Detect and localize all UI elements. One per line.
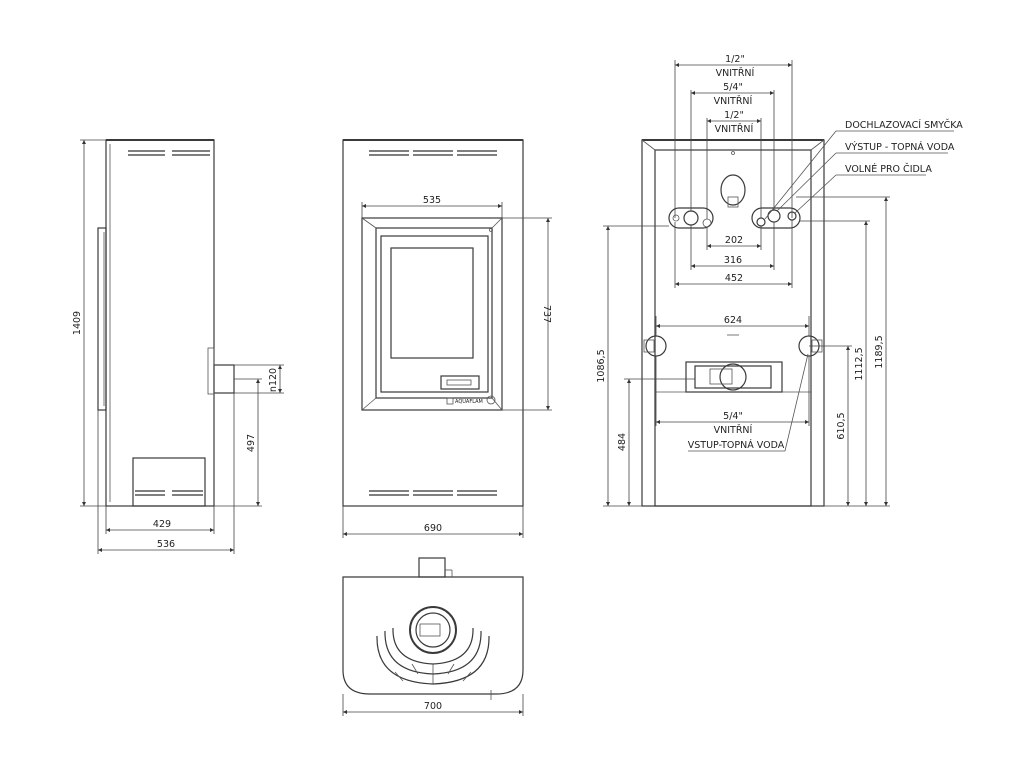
dim-spacing-202: 202 bbox=[725, 235, 743, 246]
rear-top-conn-3-size: 1/2" bbox=[724, 110, 744, 121]
rear-bottom-conn-type: VNITŘNÍ bbox=[714, 424, 753, 436]
rear-right-plate bbox=[751, 207, 801, 229]
front-door-frame bbox=[361, 217, 503, 411]
leader-inlet bbox=[784, 353, 809, 452]
leader-sensor bbox=[794, 174, 837, 214]
front-top-grill bbox=[369, 150, 497, 156]
side-rear-connection bbox=[207, 347, 215, 395]
dim-front-width: 690 bbox=[424, 523, 442, 534]
leader-cooling-loop bbox=[764, 130, 837, 220]
top-flue-ring-outer bbox=[409, 606, 457, 654]
rear-inner-frame bbox=[654, 149, 812, 507]
callout-outlet: VÝSTUP - TOPNÁ VODA bbox=[845, 141, 955, 153]
rear-bottom-conn-size: 5/4" bbox=[723, 411, 743, 422]
top-flue-ring-inner bbox=[415, 612, 451, 648]
side-body-outline bbox=[105, 139, 215, 507]
rear-top-conn-1-type: VNITŘNÍ bbox=[716, 67, 755, 79]
rear-flue-outlet bbox=[719, 363, 747, 391]
callout-cooling-loop: DOCHLAZOVACÍ SMYČKA bbox=[845, 119, 963, 131]
dim-spacing-452: 452 bbox=[725, 273, 743, 284]
side-bottom-drawer bbox=[132, 457, 206, 507]
dim-height-1086: 1086,5 bbox=[596, 349, 607, 382]
front-door-handle bbox=[440, 375, 480, 390]
rear-opening-oval bbox=[720, 174, 746, 206]
rear-left-connection bbox=[683, 210, 699, 226]
dim-height-1112: 1112,5 bbox=[854, 347, 865, 380]
rear-top-conn-1-size: 1/2" bbox=[725, 54, 745, 65]
top-grill-arc-1 bbox=[392, 627, 474, 665]
front-knob-icon bbox=[486, 395, 496, 405]
front-glass bbox=[390, 247, 474, 359]
dim-depth-total: 536 bbox=[157, 539, 175, 550]
dim-height-484: 484 bbox=[617, 433, 628, 451]
top-flue-stub bbox=[418, 557, 446, 578]
dim-depth-body: 429 bbox=[153, 519, 171, 530]
dim-spacing-624: 624 bbox=[724, 315, 742, 326]
dim-spacing-316: 316 bbox=[724, 255, 742, 266]
top-view: 700 bbox=[342, 557, 524, 716]
rear-top-conn-2-type: VNITŘNÍ bbox=[714, 95, 753, 107]
callout-sensor: VOLNÉ PRO ČIDLA bbox=[845, 163, 932, 175]
rear-top-conn-2-size: 5/4" bbox=[723, 82, 743, 93]
front-brand-logo-icon bbox=[446, 397, 454, 405]
front-view: AQUAFLAM 535 737 690 bbox=[342, 139, 552, 538]
dim-door-width: 535 bbox=[423, 195, 441, 206]
rear-top-conn-3-type: VNITŘNÍ bbox=[715, 123, 754, 135]
side-bottom-grill bbox=[135, 490, 203, 496]
rear-flue-housing bbox=[685, 361, 783, 393]
dim-height-610: 610,5 bbox=[836, 412, 847, 439]
rear-left-side-connection bbox=[645, 335, 667, 357]
dim-door-height: 737 bbox=[541, 305, 552, 323]
dim-height-1189: 1189,5 bbox=[874, 335, 885, 368]
rear-view: 1/2" VNITŘNÍ 5/4" VNITŘNÍ 1/2" VNITŘNÍ D… bbox=[596, 54, 963, 507]
rear-cooling-loop-connection bbox=[756, 217, 766, 227]
front-brand-label: AQUAFLAM bbox=[455, 399, 483, 405]
dim-height-total: 1409 bbox=[72, 311, 83, 335]
side-door-handle-edge bbox=[97, 227, 107, 411]
side-flue-pipe bbox=[213, 364, 235, 394]
dim-flue-diameter: n120 bbox=[268, 368, 279, 392]
rear-outlet-connection bbox=[767, 209, 781, 223]
side-top-grill bbox=[128, 150, 210, 156]
dim-flue-height: 497 bbox=[246, 434, 257, 452]
leader-outlet bbox=[776, 152, 837, 212]
callout-inlet: VSTUP-TOPNÁ VODA bbox=[688, 439, 785, 451]
top-body-outline bbox=[342, 576, 524, 695]
rear-flue-inner bbox=[694, 365, 772, 389]
front-door-hinge-icon bbox=[489, 228, 493, 232]
dim-top-width: 700 bbox=[424, 701, 442, 712]
front-bottom-grill bbox=[369, 490, 497, 496]
front-door-panel bbox=[375, 227, 493, 399]
front-glass-outer bbox=[380, 235, 489, 393]
side-view: 1409 497 n120 429 536 bbox=[72, 139, 284, 554]
